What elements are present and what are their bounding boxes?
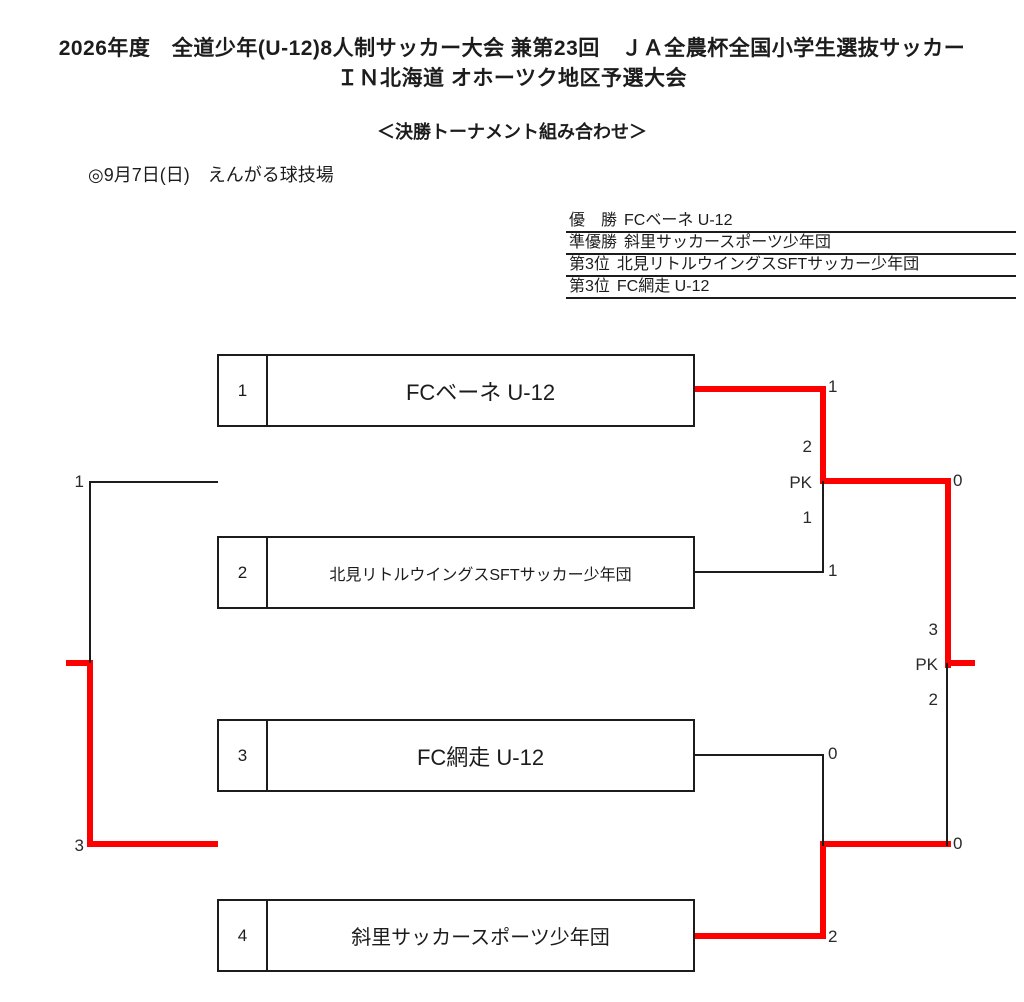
third-place-top-line-v <box>89 481 91 663</box>
team-name: 斜里サッカースポーツ少年団 <box>624 234 831 251</box>
sf1-pk-bottom-score: 1 <box>802 508 812 527</box>
result-row-runnerup: 準優勝斜里サッカースポーツ少年団 <box>566 233 1016 255</box>
sf1-winner-line-h <box>695 386 826 392</box>
sf1-bottom-score: 1 <box>828 561 838 580</box>
sf1-top-score: 1 <box>828 377 838 396</box>
final-bottom-score: 0 <box>953 834 963 853</box>
bracket-subtitle: ＜決勝トーナメント組み合わせ＞ <box>377 122 647 142</box>
final-loser-line-v <box>946 663 948 846</box>
sf1-loser-line-v <box>822 481 824 573</box>
seed-number: 2 <box>219 538 268 607</box>
final-pk-bottom-score: 2 <box>928 690 938 709</box>
sf2-winner-line-v <box>820 841 826 939</box>
sf2-to-final-line-h <box>820 841 951 847</box>
seed-number: 3 <box>219 721 268 790</box>
sf2-top-line-v <box>822 754 824 846</box>
team-box-4: 4 斜里サッカースポーツ少年団 <box>217 899 695 972</box>
sf1-loser-line-h <box>695 571 823 573</box>
team-box-3: 3 FC網走 U-12 <box>217 719 695 792</box>
sf1-pk-top-score: 2 <box>802 437 812 456</box>
sf2-winner-line-h <box>695 933 826 939</box>
third-place-top-line-h <box>89 481 218 483</box>
sf1-to-final-line-h <box>820 478 951 484</box>
results-table: 優 勝 FCベーネ U-12 準優勝斜里サッカースポーツ少年団 第3位北見リトルウ… <box>566 211 1016 299</box>
sf1-winner-line-v <box>820 386 826 484</box>
team-name: 北見リトルウイングスSFTサッカー少年団 <box>329 566 632 584</box>
page-title-line2: ＩＮ北海道 オホーツク地区予選大会 <box>337 67 687 90</box>
third-place-winner-line-v <box>87 660 93 847</box>
third-place-winner-line-h <box>87 841 218 847</box>
final-winner-line-v <box>945 478 951 668</box>
final-pk-top-score: 3 <box>928 620 938 639</box>
team-box-2: 2 北見リトルウイングスSFTサッカー少年団 <box>217 536 695 609</box>
team-name: 斜里サッカースポーツ少年団 <box>351 927 610 949</box>
team-name: FCベーネ U-12 <box>405 379 556 405</box>
team-name: FC網走 U-12 <box>616 278 710 295</box>
sf1-pk-label: PK <box>789 473 812 492</box>
final-pk-label: PK <box>915 655 938 674</box>
sf2-top-line-h <box>695 754 823 756</box>
sf2-bottom-score: 2 <box>828 927 838 946</box>
final-winner-stub <box>945 660 975 666</box>
team-name: FC網走 U-12 <box>416 744 545 770</box>
third-place-top-score: 1 <box>74 472 84 491</box>
seed-number: 1 <box>219 356 268 425</box>
rank-label: 第3位 <box>569 278 610 295</box>
third-place-winner-stub <box>66 660 92 666</box>
team-box-1: 1 FCベーネ U-12 <box>217 354 695 427</box>
rank-label: 優 勝 <box>569 212 618 229</box>
third-place-bottom-score: 3 <box>74 836 84 855</box>
team-name: 北見リトルウイングスSFTサッカー少年団 <box>616 256 920 273</box>
sf2-top-score: 0 <box>828 744 838 763</box>
page-title-line1: 2026年度 全道少年(U-12)8人制サッカー大会 兼第23回 ＪＡ全農杯全国… <box>58 37 966 60</box>
result-row-third-a: 第3位北見リトルウイングスSFTサッカー少年団 <box>566 255 1016 277</box>
result-row-third-b: 第3位 FC網走 U-12 <box>566 277 1016 299</box>
event-date-venue: ◎9月7日(日) えんがる球技場 <box>88 165 334 185</box>
result-row-champion: 優 勝 FCベーネ U-12 <box>566 211 1016 233</box>
rank-label: 第3位 <box>569 256 610 273</box>
rank-label: 準優勝 <box>569 234 618 251</box>
seed-number: 4 <box>219 901 268 970</box>
final-top-score: 0 <box>953 471 963 490</box>
team-name: FCベーネ U-12 <box>624 212 733 229</box>
